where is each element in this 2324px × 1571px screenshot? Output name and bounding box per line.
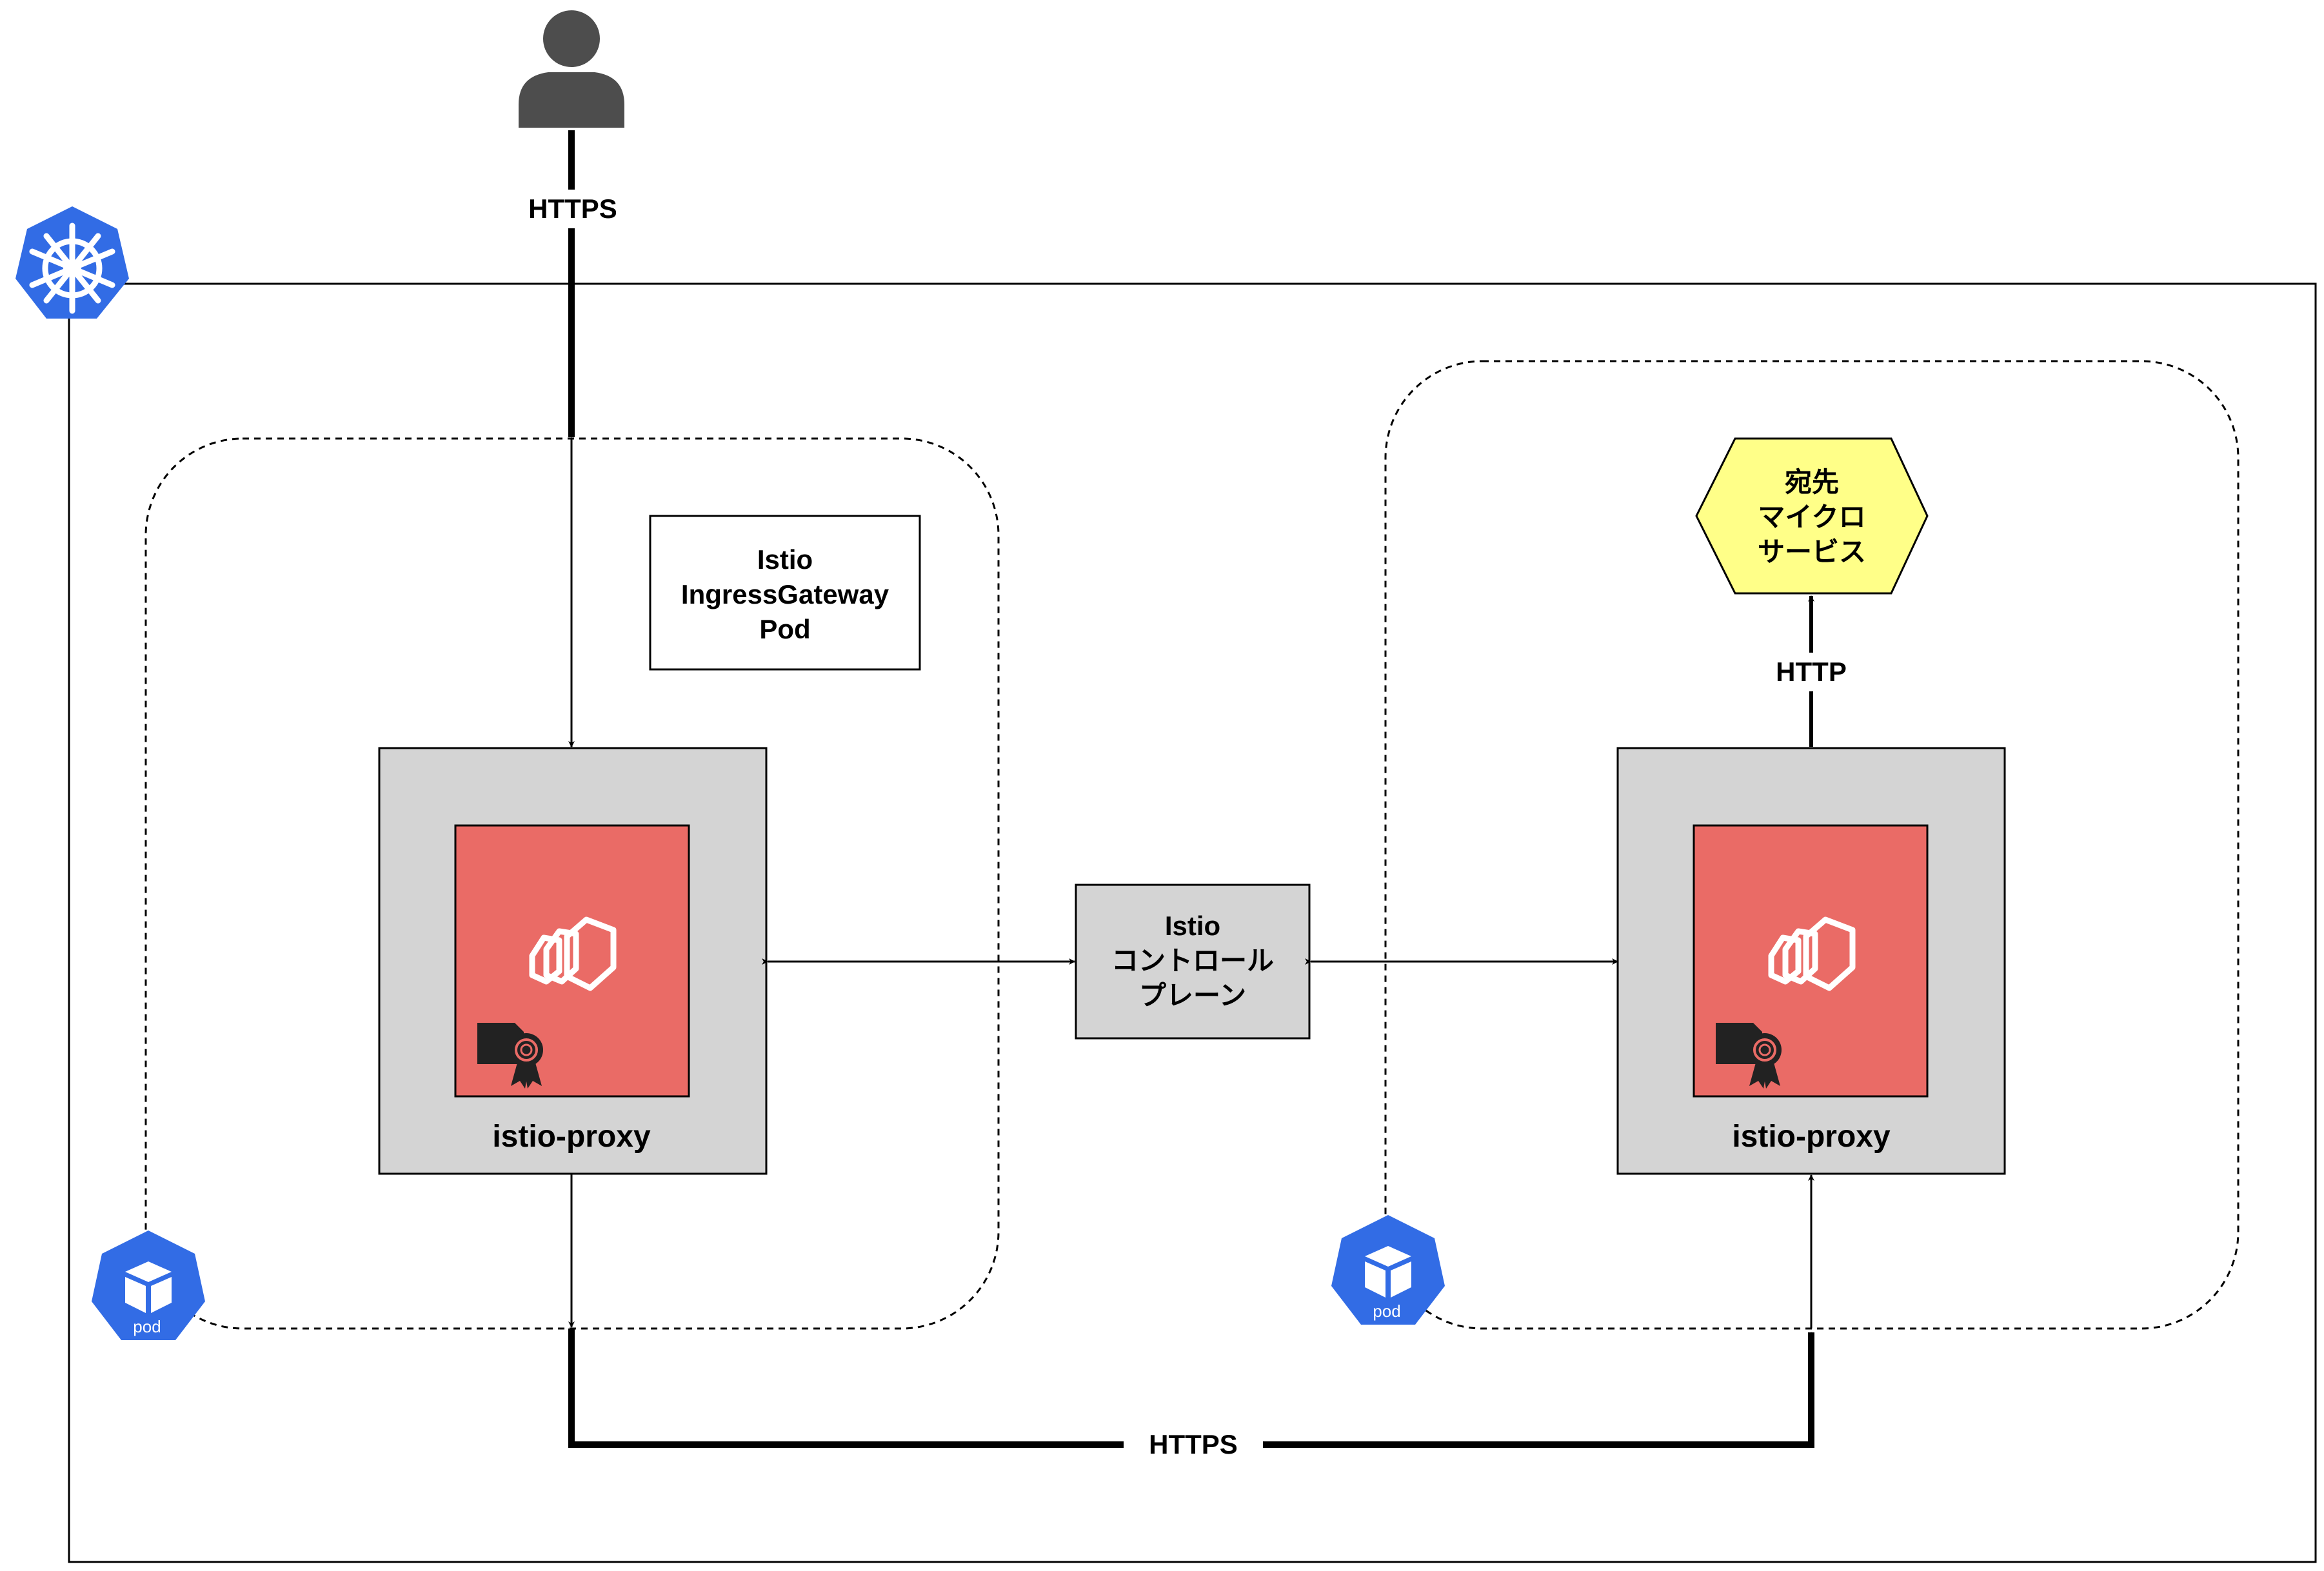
certificate-icon [477, 1023, 543, 1089]
service-http-label: HTTP [1776, 657, 1847, 687]
ingress-pod-title-line-3: Pod [759, 614, 810, 644]
dest-service-hexagon [1695, 437, 1929, 595]
user-https-label-bg [520, 190, 623, 228]
dest-proxy-label: istio-proxy [1732, 1120, 1891, 1154]
ingress-proxy-label: istio-proxy [492, 1120, 651, 1154]
dest-service-line-2: マイクロ [1758, 502, 1865, 532]
pod-icon [92, 1230, 205, 1340]
dest-pod-badge-label: pod [1373, 1301, 1400, 1321]
ingress-pod-title-box [649, 515, 921, 671]
mesh-https-label-bg [1124, 1425, 1263, 1464]
envoy-icon [529, 916, 617, 991]
pod-icon [1331, 1215, 1445, 1325]
kubernetes-icon [15, 206, 129, 319]
cluster-boundary [68, 282, 2317, 1563]
control-plane-line-2: コントロール [1111, 945, 1274, 976]
mesh-https-label: HTTPS [1149, 1429, 1238, 1459]
certificate-icon [1716, 1023, 1782, 1089]
service-http-label-bg [1769, 653, 1854, 691]
ingress-pod-title-line-1: Istio [757, 544, 813, 575]
ingress-pod-title-line-2: IngressGateway [681, 579, 889, 609]
control-plane-box [1075, 884, 1311, 1040]
envoy-icon [1768, 916, 1856, 991]
ingress-pod-badge-label: pod [133, 1317, 161, 1336]
dest-service-line-3: サービス [1758, 537, 1866, 567]
dest-service-line-1: 宛先 [1785, 467, 1839, 497]
user-https-label: HTTPS [528, 193, 617, 224]
control-plane-line-1: Istio [1165, 911, 1220, 941]
user-icon [519, 10, 624, 128]
control-plane-line-3: プレーン [1139, 980, 1246, 1011]
